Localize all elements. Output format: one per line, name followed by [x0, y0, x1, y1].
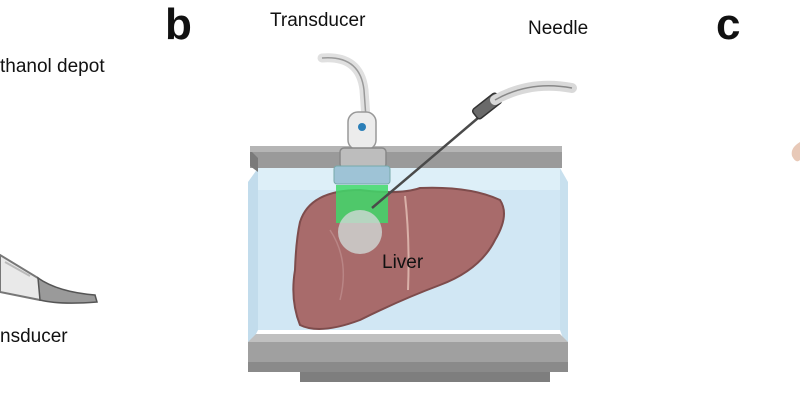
liver-label: Liver — [382, 252, 424, 273]
ablation-zone — [336, 185, 388, 254]
panel-c-letter: c — [716, 0, 741, 49]
panel-a-transducer-label: nsducer — [0, 326, 68, 347]
transducer-icon — [317, 53, 391, 185]
needle-label: Needle — [528, 18, 589, 39]
panel-c-partial-icon — [791, 142, 800, 162]
tank-base — [248, 342, 568, 366]
tank-top-rim — [250, 150, 562, 168]
transducer-label: Transducer — [270, 10, 366, 31]
ethanol-depot-label: thanol depot — [0, 56, 105, 77]
panel-b-letter: b — [165, 0, 192, 49]
panel-a-transducer-icon — [0, 253, 98, 304]
needle-icon — [371, 80, 577, 209]
